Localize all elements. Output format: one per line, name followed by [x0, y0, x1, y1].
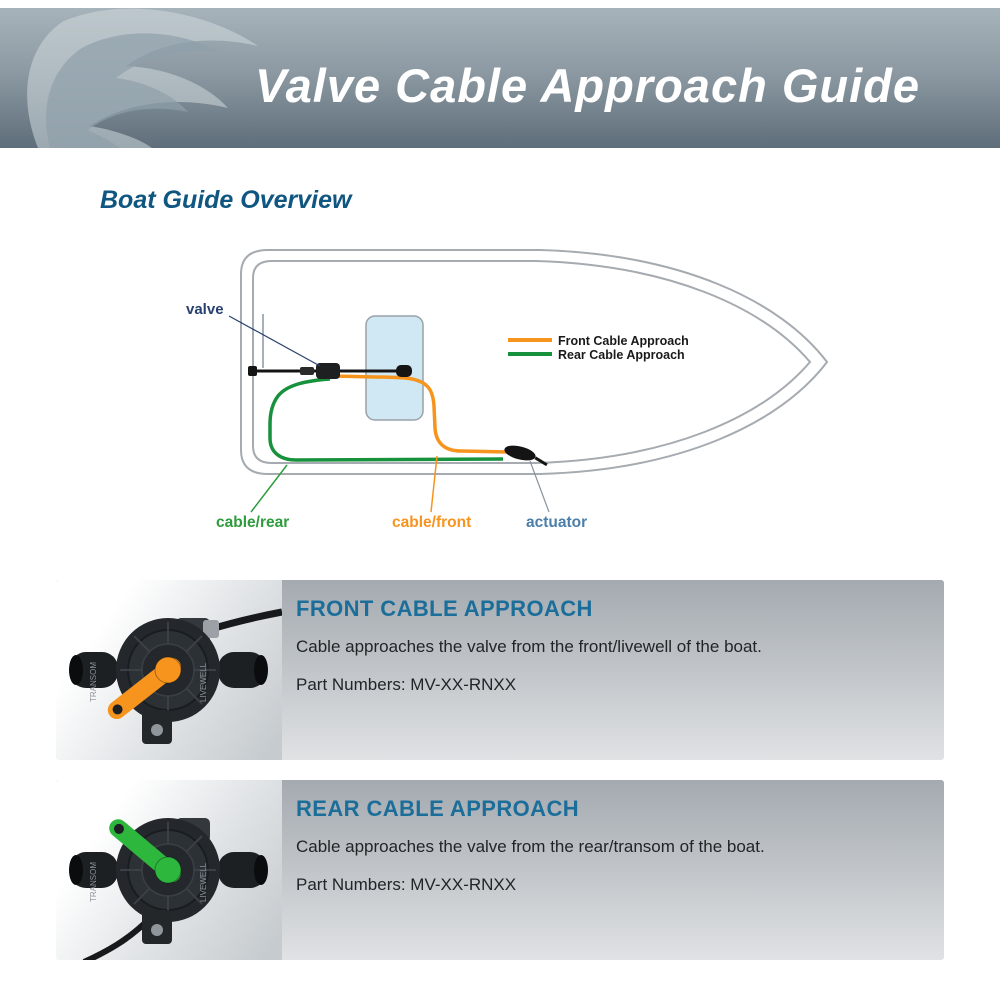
valve-callout: valve — [186, 301, 321, 367]
cable-front-callout: cable/front — [392, 455, 471, 531]
boat-hull — [240, 249, 829, 475]
front-card-body: FRONT CABLE APPROACH Cable approaches th… — [282, 580, 792, 760]
valve-transom-label: TRANSOM — [89, 862, 98, 902]
front-approach-card: TRANSOM LIVEWELL FRONT CABLE APPROACH Ca… — [56, 580, 944, 760]
valve-cable-assembly — [248, 363, 412, 379]
front-valve-lever — [107, 656, 182, 720]
section-title: Boat Guide Overview — [100, 186, 352, 214]
actuator-shape — [504, 445, 548, 467]
front-card-part-numbers: Part Numbers: MV-XX-RNXX — [296, 675, 517, 694]
actuator-callout: actuator — [526, 460, 587, 531]
front-valve-illustration: TRANSOM LIVEWELL — [69, 608, 283, 744]
logo-swoosh-icon — [27, 8, 258, 148]
header-banner: Valve Cable Approach Guide — [0, 8, 1000, 148]
rear-valve-illustration: TRANSOM LIVEWELL — [69, 818, 268, 960]
rear-card-heading: REAR CABLE APPROACH — [296, 796, 580, 821]
rear-valve-image: TRANSOM LIVEWELL — [56, 780, 282, 960]
front-card-heading: FRONT CABLE APPROACH — [296, 596, 593, 621]
valve-livewell-label: LIVEWELL — [199, 662, 208, 702]
cable-rear-label: cable/rear — [216, 514, 289, 531]
diagram-legend: Front Cable Approach Rear Cable Approach — [508, 334, 689, 362]
rear-card-part-numbers: Part Numbers: MV-XX-RNXX — [296, 875, 517, 894]
front-valve-image: TRANSOM LIVEWELL — [56, 580, 283, 760]
boat-diagram: valve Front Cable Approach Rear Cable Ap… — [186, 249, 829, 531]
cable-front-label: cable/front — [392, 514, 471, 531]
actuator-label: actuator — [526, 514, 587, 531]
rear-card-description: Cable approaches the valve from the rear… — [296, 837, 765, 856]
front-cable-path — [333, 374, 509, 454]
legend-front-label: Front Cable Approach — [558, 334, 689, 348]
rear-approach-card: TRANSOM LIVEWELL REAR CABLE APPROACH Cab… — [56, 780, 944, 960]
rear-valve-lever — [109, 819, 182, 884]
rear-card-body: REAR CABLE APPROACH Cable approaches the… — [282, 780, 795, 960]
page-title: Valve Cable Approach Guide — [255, 59, 921, 112]
rear-cable-path — [268, 377, 504, 462]
livewell-box — [365, 315, 424, 421]
legend-rear-label: Rear Cable Approach — [558, 348, 685, 362]
cable-rear-callout: cable/rear — [216, 464, 289, 531]
valve-transom-label: TRANSOM — [89, 662, 98, 702]
valve-livewell-label: LIVEWELL — [199, 862, 208, 902]
front-card-description: Cable approaches the valve from the fron… — [296, 637, 762, 656]
valve-label: valve — [186, 301, 224, 318]
